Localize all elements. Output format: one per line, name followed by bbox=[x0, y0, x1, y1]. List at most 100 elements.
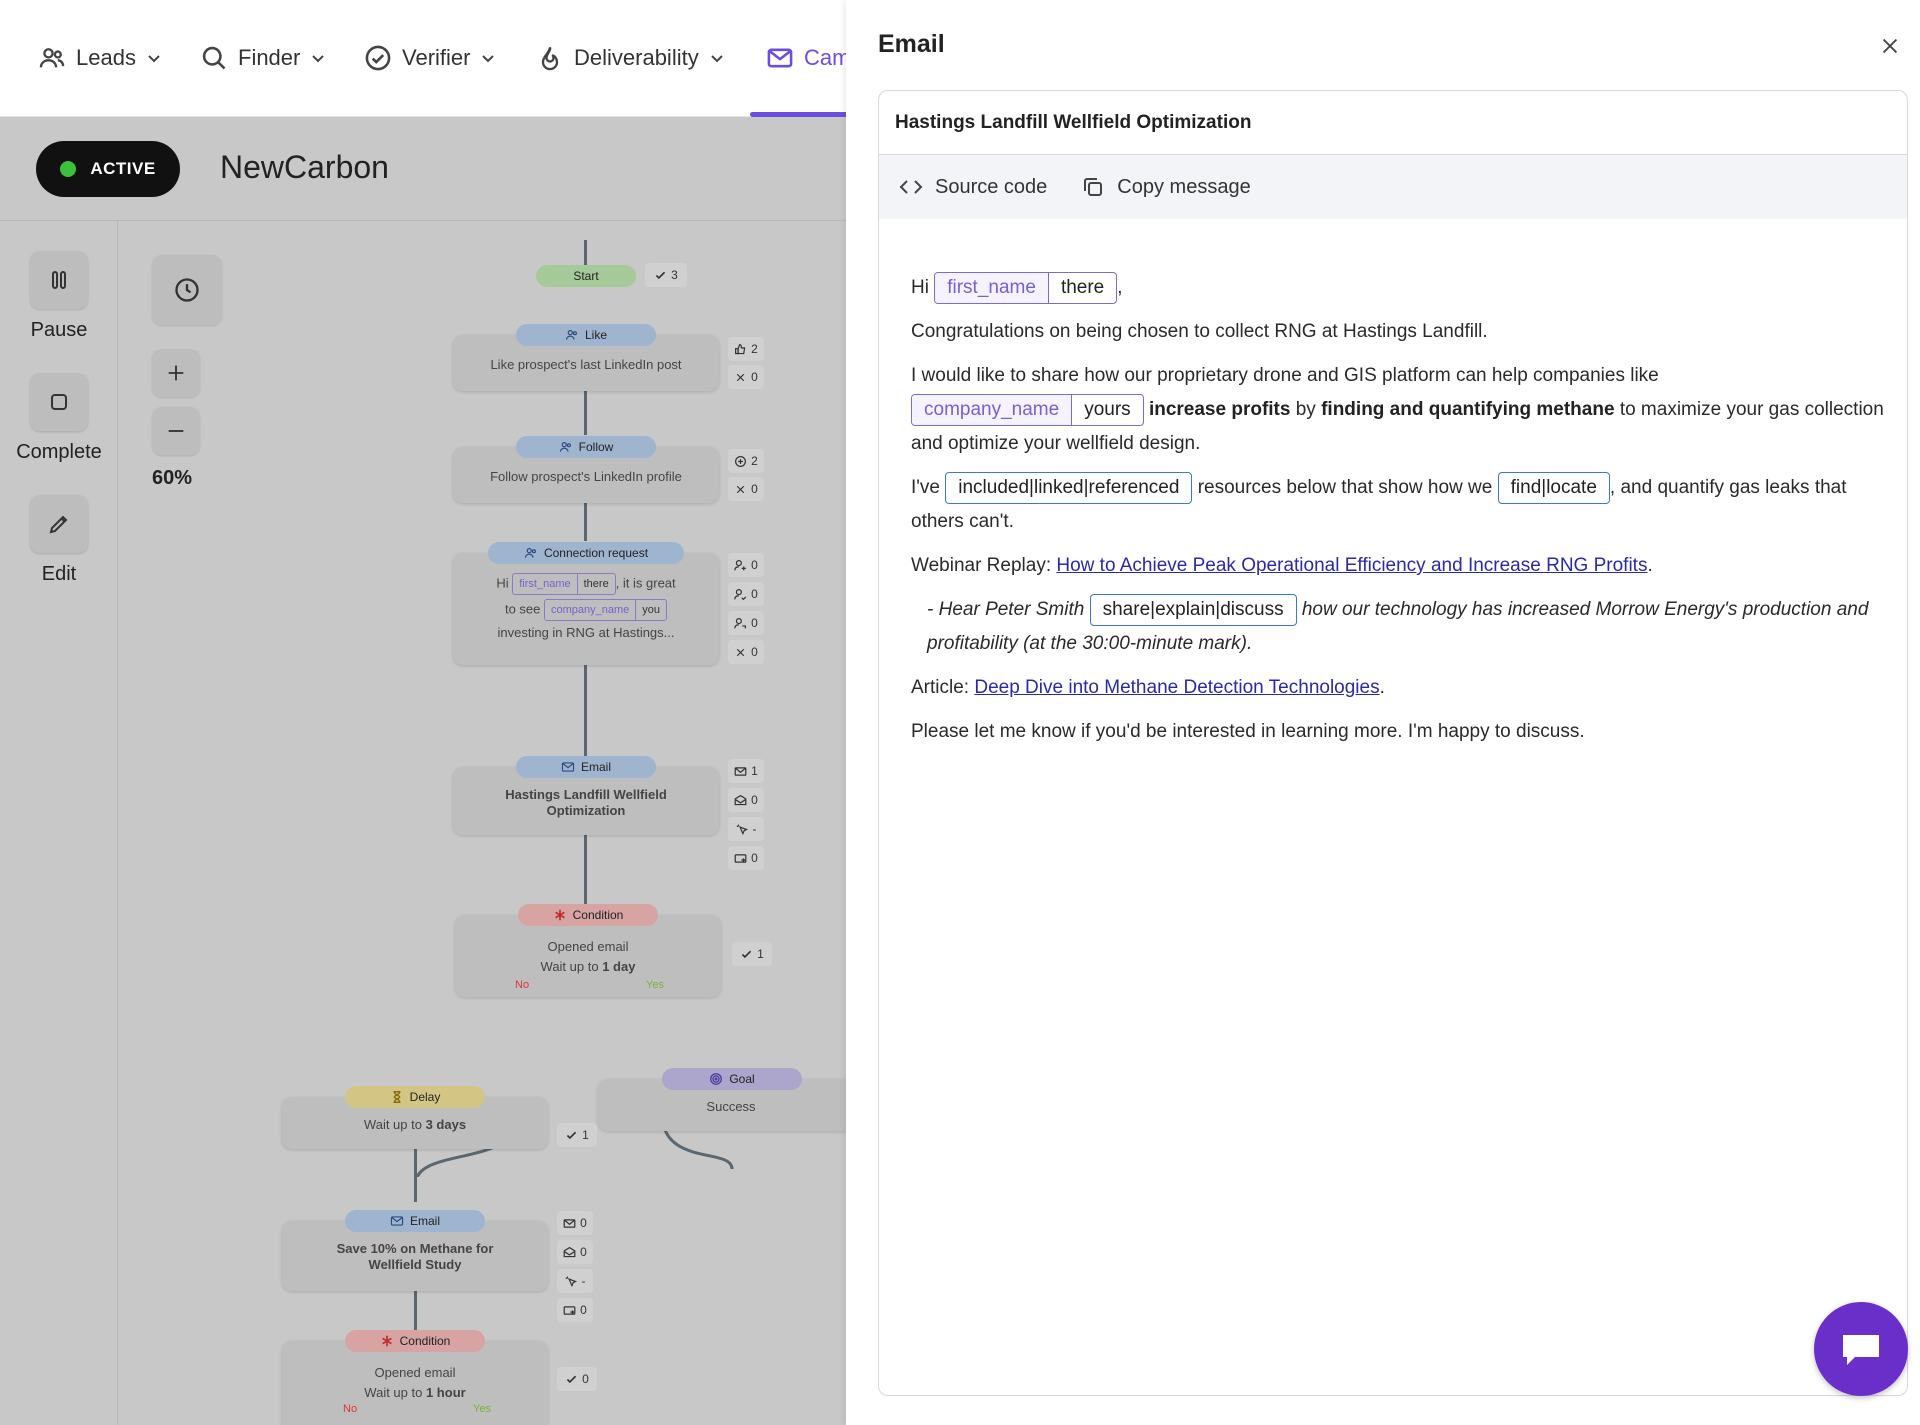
nav-deliverability[interactable]: Deliverability bbox=[536, 38, 725, 78]
stat-value: 1 bbox=[751, 764, 758, 778]
stat-value: 0 bbox=[751, 482, 758, 496]
variable-value: there bbox=[1060, 276, 1105, 298]
zoom-out-button[interactable] bbox=[152, 407, 200, 455]
stat-value: 0 bbox=[751, 645, 758, 659]
mail-icon bbox=[767, 48, 793, 68]
connector bbox=[584, 390, 587, 435]
nav-active-underline bbox=[750, 112, 850, 117]
connection-to-see: to see bbox=[504, 601, 541, 617]
branch-yes-label: Yes bbox=[473, 1403, 491, 1415]
condition-node[interactable]: Opened email Wait up to 1 hour bbox=[282, 1341, 548, 1425]
nav-deliverability-label: Deliverability bbox=[574, 45, 699, 70]
complete-button[interactable] bbox=[30, 373, 88, 431]
stat-value: 0 bbox=[751, 616, 758, 630]
condition-line: Wait up to 1 day bbox=[455, 957, 721, 977]
pause-button[interactable] bbox=[30, 251, 88, 309]
spintax-chip[interactable]: find|locate bbox=[1497, 471, 1610, 504]
edit-button[interactable] bbox=[30, 495, 88, 553]
copy-message-label: Copy message bbox=[1117, 175, 1251, 198]
spintax-chip[interactable]: share|explain|discuss bbox=[1089, 593, 1297, 626]
article-link[interactable]: Deep Dive into Methane Detection Technol… bbox=[974, 677, 1380, 698]
mail-reply-icon bbox=[563, 1305, 576, 1315]
users-icon bbox=[565, 330, 577, 340]
campaign-header: ACTIVE NewCarbon bbox=[0, 117, 846, 221]
branch-no-label: No bbox=[515, 979, 530, 991]
variable-value: yours bbox=[1084, 398, 1131, 420]
connection-stat: 0 bbox=[728, 640, 764, 664]
condition-line: Opened email bbox=[374, 1365, 456, 1380]
like-badge: Like bbox=[516, 324, 656, 346]
nav-verifier-label: Verifier bbox=[402, 45, 471, 70]
follow-text: Follow prospect's LinkedIn profile bbox=[490, 469, 682, 484]
nav-verifier[interactable]: Verifier bbox=[364, 38, 496, 78]
start-stat: 3 bbox=[645, 263, 687, 287]
check-icon bbox=[567, 1375, 577, 1383]
delay-text: Wait up to 3 days bbox=[282, 1115, 548, 1135]
minus-icon bbox=[168, 430, 184, 432]
email-subject: Hastings Landfill Wellfield Optimization bbox=[879, 91, 1907, 155]
delay-label: Delay bbox=[409, 1090, 441, 1104]
chat-button[interactable] bbox=[1814, 1302, 1908, 1396]
webinar-link[interactable]: How to Achieve Peak Operational Efficien… bbox=[1056, 555, 1648, 576]
edit-tool[interactable]: Edit bbox=[0, 495, 118, 586]
delay-badge: Delay bbox=[345, 1086, 485, 1108]
email-node[interactable]: Save 10% on Methane for Wellfield Study bbox=[282, 1221, 548, 1291]
connection-badge: Connection request bbox=[488, 542, 684, 564]
variable-chip[interactable]: first_name there bbox=[934, 271, 1118, 304]
email-paragraph: Webinar Replay: How to Achieve Peak Oper… bbox=[911, 549, 1891, 583]
email-subject-line: Wellfield Study bbox=[368, 1257, 462, 1272]
x-icon bbox=[736, 648, 745, 656]
copy-message-button[interactable]: Copy message bbox=[1081, 175, 1251, 199]
users-icon bbox=[524, 548, 536, 558]
stat-value: 0 bbox=[751, 370, 758, 384]
connection-end: investing in RNG at Hastings... bbox=[497, 625, 675, 640]
check-icon bbox=[656, 271, 666, 279]
check-icon bbox=[567, 1131, 577, 1139]
target-icon bbox=[710, 1073, 723, 1085]
pencil-icon bbox=[49, 515, 68, 534]
connector bbox=[584, 833, 587, 913]
variable-key: first_name bbox=[513, 574, 578, 594]
paragraph-text: resources below that show how we bbox=[1197, 477, 1493, 498]
like-stat: 2 bbox=[728, 337, 764, 361]
stat-value: 3 bbox=[671, 268, 678, 282]
email-stat: 0 bbox=[728, 788, 764, 812]
nav-leads[interactable]: Leads bbox=[38, 38, 162, 78]
users-icon bbox=[39, 48, 65, 68]
spintax-chip[interactable]: included|linked|referenced bbox=[945, 471, 1193, 504]
like-label: Like bbox=[584, 328, 607, 342]
connector bbox=[414, 1289, 417, 1334]
source-code-button[interactable]: Source code bbox=[899, 175, 1047, 199]
email-stat: 1 bbox=[728, 759, 764, 783]
pause-tool[interactable]: Pause bbox=[0, 251, 118, 342]
connector bbox=[584, 663, 587, 758]
close-button[interactable] bbox=[1876, 32, 1904, 60]
status-badge[interactable]: ACTIVE bbox=[36, 141, 180, 197]
email-node[interactable]: Hastings Landfill Wellfield Optimization bbox=[453, 767, 719, 835]
start-badge[interactable]: Start bbox=[536, 265, 636, 287]
email-toolbar: Source code Copy message bbox=[879, 155, 1907, 219]
nav-campaigns[interactable]: Cam bbox=[766, 38, 850, 78]
email-stat: 0 bbox=[557, 1240, 593, 1264]
condition-wait-duration: 1 hour bbox=[425, 1385, 466, 1400]
plus-icon bbox=[168, 365, 184, 381]
condition-wait-prefix: Wait up to bbox=[364, 1385, 423, 1400]
flame-icon bbox=[541, 47, 559, 71]
nav-finder-label: Finder bbox=[238, 45, 301, 70]
chevron-down-icon bbox=[148, 55, 160, 63]
complete-label: Complete bbox=[16, 441, 102, 463]
status-label: ACTIVE bbox=[90, 159, 156, 178]
mail-open-icon bbox=[734, 794, 747, 805]
panel-title: Email bbox=[878, 30, 945, 58]
code-icon bbox=[899, 180, 923, 194]
zoom-in-button[interactable] bbox=[152, 349, 200, 397]
variable-key: first_name bbox=[935, 272, 1049, 303]
schedule-button[interactable] bbox=[152, 255, 222, 325]
complete-tool[interactable]: Complete bbox=[0, 373, 118, 464]
condition-node[interactable]: Opened email Wait up to 1 day bbox=[455, 915, 721, 997]
nav-finder[interactable]: Finder bbox=[200, 38, 326, 78]
condition-label: Condition bbox=[399, 1334, 451, 1348]
paragraph-text: - Hear Peter Smith bbox=[927, 599, 1085, 620]
